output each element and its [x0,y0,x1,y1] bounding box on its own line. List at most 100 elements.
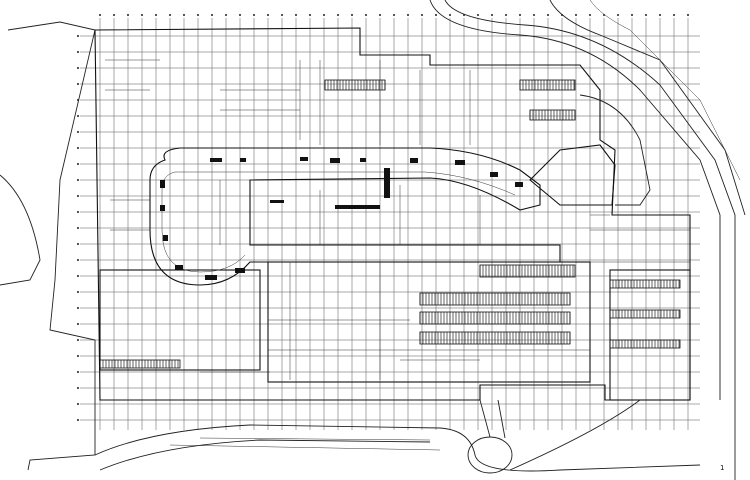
grid-bubble [168,13,172,17]
ring-concourse [149,147,561,286]
grid-bubble [76,162,80,166]
west-site-boundary [7,21,96,471]
south-road [94,424,701,472]
grid-bubble [630,13,634,17]
grid-bubble [76,178,80,182]
concourse-kiosk [515,182,523,187]
grid-bubble [76,114,80,118]
grid-bubble [76,290,80,294]
grid-bubble [490,13,494,17]
grid-bubble [76,386,80,390]
grid-bubble [280,13,284,17]
grid-bubble [266,13,270,17]
grid-bubble [252,13,256,17]
grid-bubble [308,13,312,17]
grid-bubble [76,194,80,198]
grid-bubble [196,13,200,17]
grid-bubble [182,13,186,17]
concourse-kiosk [410,158,418,163]
ring-inner-line [161,171,516,273]
stall-row-frame [609,309,681,319]
grid-bubble [574,13,578,17]
grid-bubble [76,242,80,246]
concourse-kiosk [455,160,465,165]
grid-bubble [686,13,690,17]
stall-row-frame [99,359,181,369]
grid-bubble [518,13,522,17]
stall-row-frame [519,79,576,91]
grid-bubble [476,13,480,17]
concourse-kiosk [240,158,246,162]
concourse-features [160,157,523,280]
grid-bubble [140,13,144,17]
grid-bubble [76,338,80,342]
grid-bubble [76,226,80,230]
concourse-kiosk [205,275,217,280]
stall-row-frame [419,292,571,306]
ne-loop [579,94,651,206]
concourse-kiosk [384,168,390,198]
grid-bubble [76,402,80,406]
grid-bubble [76,130,80,134]
east-drum [529,144,616,206]
west-site-road [0,174,41,286]
grid-bubble [378,13,382,17]
south-curb [169,437,441,451]
ne-ramp-edge [549,0,746,216]
ne-ramp-inner [444,0,736,480]
grid-bubble [76,418,80,422]
grid-bubble [154,13,158,17]
south-access [479,399,641,471]
stall-row-frame [609,279,681,289]
concourse-kiosk [490,172,498,177]
west-block [99,269,261,371]
concourse-kiosk [300,157,308,161]
grid-bubble [588,13,592,17]
grid-bubble [76,146,80,150]
grid-bubble [76,322,80,326]
grid-bubble [126,13,130,17]
concourse-kiosk [330,158,340,163]
concourse-kiosk [210,158,222,162]
ne-road-lane [589,0,741,181]
stall-row-frame [479,264,576,278]
grid-bubble [76,258,80,262]
grid-bubble [76,34,80,38]
grid-bubble [76,50,80,54]
grid-bubble [406,13,410,17]
grid-bubble [224,13,228,17]
grid-bubble [616,13,620,17]
grid-bubble [504,13,508,17]
interior-partitions [105,59,690,380]
grid-bubble [420,13,424,17]
concourse-kiosk [360,158,366,162]
grid-bubble [350,13,354,17]
grid-bubble [76,66,80,70]
stall-row-frame [324,79,386,91]
concourse-kiosk [160,205,165,211]
concourse-kiosk [335,205,380,209]
structural-grid [80,18,700,430]
grid-bubble [76,370,80,374]
grid-bubble [448,13,452,17]
sheet-corner-mark: 1 [720,464,724,472]
parking-stalls [99,79,681,369]
stall-row-frame [529,109,576,121]
grid-bubble [76,82,80,86]
grid-bubble [532,13,536,17]
grid-bubble [112,13,116,17]
east-annex [609,269,691,401]
grid-bubble [658,13,662,17]
grid-bubble [322,13,326,17]
stall-row-frame [419,311,571,325]
concourse-kiosk [160,180,165,188]
concourse-kiosk [175,265,183,270]
grid-bubble [98,13,102,17]
grid-bubble [644,13,648,17]
grid-bubble [210,13,214,17]
grid-bubble [294,13,298,17]
south-road-edge [99,439,431,471]
grid-bubble [76,274,80,278]
grid-bubble [76,210,80,214]
